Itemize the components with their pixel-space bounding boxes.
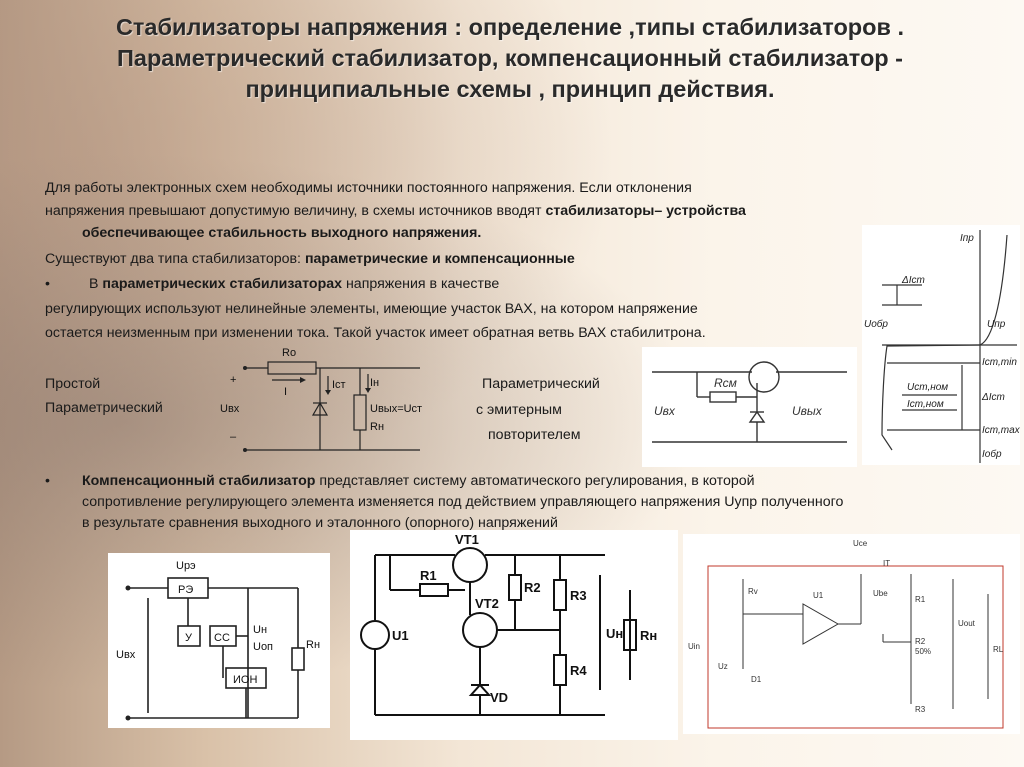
emitter-uout-label: Uвых bbox=[792, 404, 823, 418]
uctnom-label: Uст,ном bbox=[907, 382, 948, 393]
uz-label: Uz bbox=[718, 662, 728, 671]
rcm-label: Rсм bbox=[714, 376, 737, 390]
comp-line-2: сопротивление регулирующего элемента изм… bbox=[82, 494, 844, 510]
pct-label: 50% bbox=[915, 647, 931, 656]
ictmax-label: Iст,max bbox=[982, 425, 1020, 436]
emitter-label-1: Параметрический bbox=[482, 376, 600, 392]
uvx-label: Uвх bbox=[220, 403, 240, 415]
it-label: IT bbox=[883, 559, 890, 568]
simple-stabilizer-diagram: Ro + I Iст Iн Uвх Uвых=Uст Rн – bbox=[220, 347, 422, 452]
r4-label: R4 bbox=[570, 663, 587, 678]
types-bold: параметрические и компенсационные bbox=[304, 251, 575, 267]
uout-label: Uвых=Uст bbox=[370, 403, 422, 415]
ictnom-label: Iст,ном bbox=[907, 399, 944, 410]
un-label: Uн bbox=[606, 626, 623, 641]
dict-label: ΔIст bbox=[901, 275, 925, 286]
emitter-follower-diagram: Rсм Uвх Uвых bbox=[642, 347, 857, 467]
uin-label: Uin bbox=[688, 642, 700, 651]
current-arrow-icon bbox=[300, 377, 306, 383]
upr-label: Uпр bbox=[987, 319, 1006, 330]
block-uvx-label: Uвх bbox=[116, 649, 136, 661]
uop-label: Uоп bbox=[253, 641, 273, 653]
emitter-uvx-label: Uвх bbox=[654, 404, 676, 418]
cc-box: СС bbox=[214, 632, 230, 644]
opamp-r3-label: R3 bbox=[915, 705, 926, 714]
comp-bullet: • bbox=[45, 473, 50, 489]
rl-label: RL bbox=[993, 645, 1004, 654]
ih-arrow-icon bbox=[365, 388, 371, 393]
param-line-1: В параметрических стабилизаторах напряже… bbox=[89, 273, 499, 295]
opamp-uout-label: Uout bbox=[958, 619, 976, 628]
vd-label: VD bbox=[490, 690, 508, 705]
simple-label-1: Простой bbox=[45, 376, 101, 392]
minus-label: – bbox=[230, 431, 237, 443]
ict-label: Iст bbox=[332, 379, 346, 391]
types-text: Существуют два типа стабилизаторов: bbox=[45, 251, 305, 267]
ict-arrow-icon bbox=[325, 390, 331, 395]
param-pre: В bbox=[89, 276, 103, 292]
stabilizers-term: стабилизаторы– устройства bbox=[545, 203, 746, 219]
ion-box: ИОН bbox=[233, 674, 257, 686]
rn-label: Rн bbox=[640, 628, 657, 643]
rh-label: Rн bbox=[370, 421, 384, 433]
emitter-label-2: с эмитерным bbox=[476, 402, 562, 418]
d1-label: D1 bbox=[751, 675, 762, 684]
simple-label-2: Параметрический bbox=[45, 400, 163, 416]
emitter-label-3: повторителем bbox=[488, 427, 581, 443]
vt-compensation-diagram: VT1 R1 R2 VT2 R3 U1 Uн Rн R4 VD bbox=[350, 530, 678, 740]
block-diagram: Uрэ РЭ У СС Uн Uоп ИОН Uвх Rн bbox=[108, 553, 330, 728]
param-line-2: регулирующих используют нелинейные элеме… bbox=[45, 301, 698, 317]
rv-label: Rv bbox=[748, 587, 758, 596]
page-title: Стабилизаторы напряжения : определение ,… bbox=[115, 14, 905, 102]
opamp-u1-label: U1 bbox=[813, 591, 824, 600]
ictmin-label: Iст,min bbox=[982, 357, 1017, 368]
r3-label: R3 bbox=[570, 588, 587, 603]
param-line-3: остается неизменным при изменении тока. … bbox=[45, 325, 706, 341]
u1-label: U1 bbox=[392, 628, 409, 643]
ipr-label: Iпр bbox=[960, 233, 974, 244]
intro-line-1: Для работы электронных схем необходимы и… bbox=[45, 180, 692, 196]
upe-label: Uрэ bbox=[176, 560, 196, 572]
opamp-compensation-diagram: Uce IT Rv Ube U1 R1 R2 50% Uout RL Uin U… bbox=[683, 534, 1020, 734]
ube-label: Ube bbox=[873, 589, 888, 598]
uobr-label: Uобр bbox=[864, 318, 888, 330]
vt1-label: VT1 bbox=[455, 532, 479, 547]
opamp-r1-label: R1 bbox=[915, 595, 926, 604]
comp-line-1: Компенсационный стабилизатор представляе… bbox=[82, 470, 755, 492]
uce-label: Uce bbox=[853, 539, 868, 548]
param-bold: параметрических стабилизаторах bbox=[102, 276, 343, 292]
comp-post: представляет систему автоматического рег… bbox=[315, 473, 755, 489]
comp-bold: Компенсационный стабилизатор bbox=[82, 473, 316, 489]
ih-label: Iн bbox=[370, 377, 379, 389]
block-rh-label: Rн bbox=[306, 639, 320, 651]
uh-label: Uн bbox=[253, 624, 267, 636]
intro-line-2-text: напряжения превышают допустимую величину… bbox=[45, 203, 546, 219]
y-box: У bbox=[185, 632, 193, 644]
comp-line-3: в результате сравнения выходного и этало… bbox=[82, 515, 558, 531]
param-bullet: • bbox=[45, 276, 50, 292]
iobr-label: Iобр bbox=[982, 448, 1002, 460]
intro-line-2: напряжения превышают допустимую величину… bbox=[45, 200, 746, 222]
opamp-r2-label: R2 bbox=[915, 637, 926, 646]
types-line: Существуют два типа стабилизаторов: пара… bbox=[45, 248, 575, 270]
intro-line-3: обеспечивающее стабильность выходного на… bbox=[82, 225, 482, 241]
ro-label: Ro bbox=[282, 347, 296, 359]
r2-label: R2 bbox=[524, 580, 541, 595]
vt2-label: VT2 bbox=[475, 596, 499, 611]
plus-label: + bbox=[230, 374, 236, 386]
dict2-label: ΔIст bbox=[981, 392, 1005, 403]
r1-label: R1 bbox=[420, 568, 437, 583]
pe-box: РЭ bbox=[178, 584, 193, 596]
param-post: напряжения в качестве bbox=[342, 276, 500, 292]
i-label: I bbox=[284, 386, 287, 398]
zener-vah-chart: Iпр ΔIст Uобр Uпр Iст,min Uст,ном Iст,но… bbox=[862, 225, 1021, 465]
